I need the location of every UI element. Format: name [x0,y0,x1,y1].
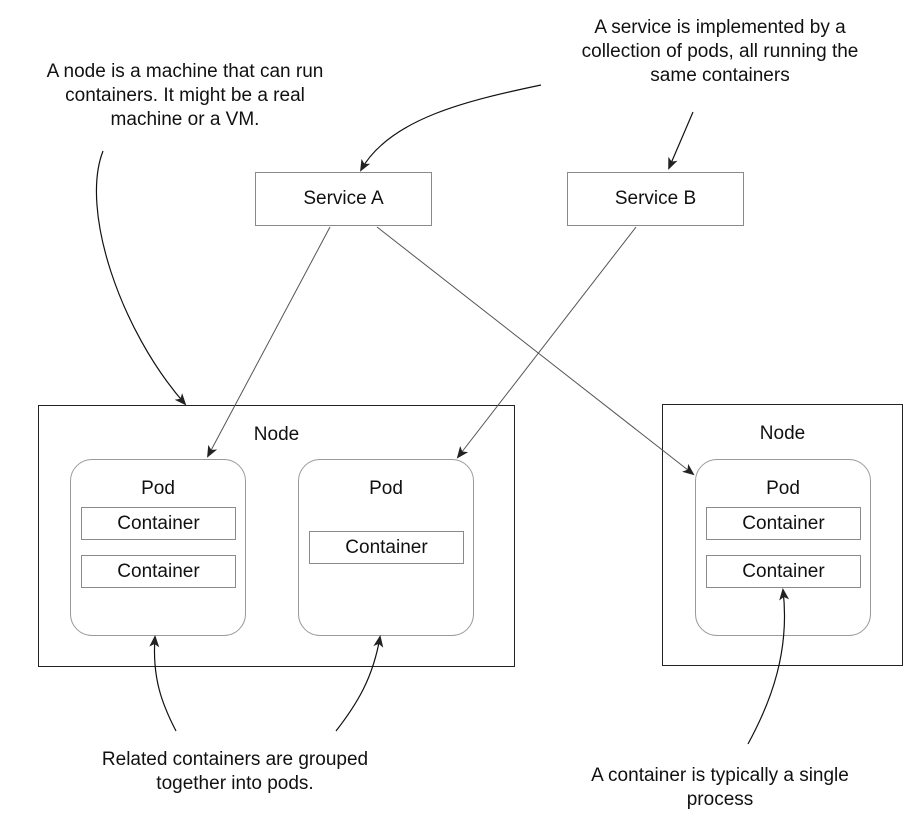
node-1-pod-2-label: Pod [369,478,403,499]
node-annotation-line-1: A node is a machine that can run [46,61,324,82]
node-annotation-line-3: machine or a VM. [110,109,260,130]
node-1-pod-1-container-2: Container [81,555,236,588]
container-label: Container [742,512,825,534]
node-annotation: A node is a machine that can run contain… [10,60,360,132]
node-annotation-arrow [95,150,187,406]
service-annotation-line-1: A service is implemented by a [594,17,846,38]
node-1-pod-1: Pod Container Container [70,459,246,636]
service-annotation-line-3: same containers [650,65,790,86]
container-label: Container [742,560,825,582]
container-label: Container [117,512,200,534]
pods-annotation-line-2: together into pods. [156,773,314,794]
node-2: Node Pod Container Container [662,404,903,666]
node-1-pod-2: Pod Container [298,459,474,636]
pods-annotation: Related containers are grouped together … [60,748,410,796]
container-label: Container [345,536,428,558]
node-1-pod-2-container-1: Container [309,531,464,564]
service-b-box: Service B [567,172,744,226]
service-a-label: Service A [303,188,384,209]
node-2-pod-1-label: Pod [766,478,800,499]
service-a-box: Service A [255,172,432,226]
node-annotation-line-2: containers. It might be a real [65,85,305,106]
node-1-pod-1-container-1: Container [81,507,236,540]
service-b-label: Service B [614,188,697,209]
service-a-annotation-arrow [360,84,542,172]
node-1: Node Pod Container Container Pod Contain… [38,405,515,667]
container-annotation: A container is typically a single proces… [545,764,895,812]
container-label: Container [117,560,200,582]
node-1-pod-1-label: Pod [141,478,175,499]
container-annotation-line-1: A container is typically a single [591,765,849,786]
service-annotation: A service is implemented by a collection… [545,16,895,88]
node-2-pod-1-container-1: Container [706,507,861,540]
container-annotation-line-2: process [686,789,754,810]
service-annotation-line-2: collection of pods, all running the [581,41,859,62]
node-2-label: Node [759,423,806,444]
node-2-pod-1: Pod Container Container [695,459,871,636]
service-b-annotation-arrow [668,111,694,170]
pods-annotation-line-1: Related containers are grouped [101,749,369,770]
node-2-pod-1-container-2: Container [706,555,861,588]
node-1-label: Node [253,424,300,445]
